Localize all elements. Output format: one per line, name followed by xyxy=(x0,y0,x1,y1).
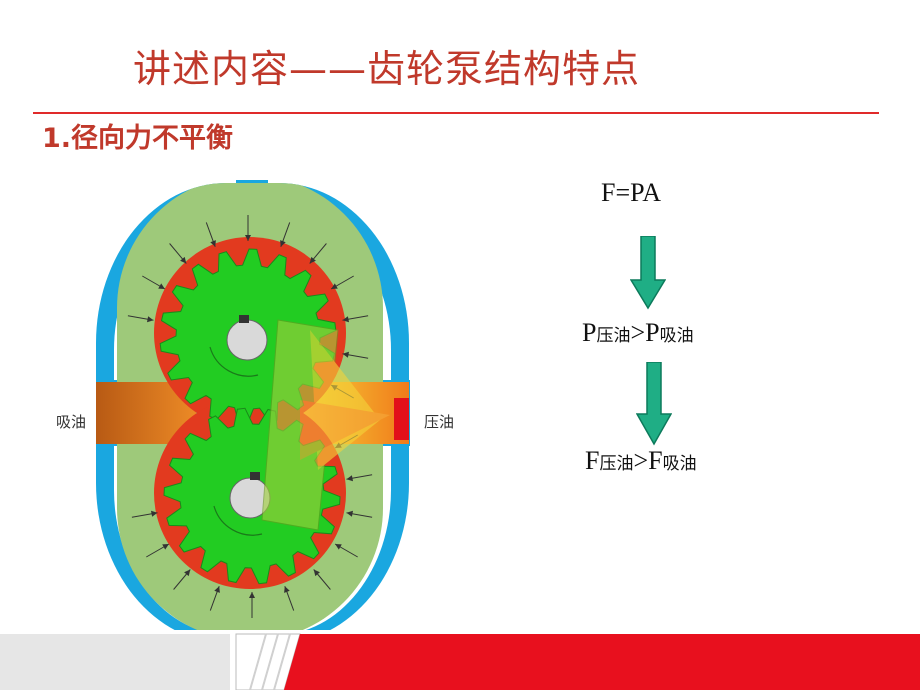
force-arrow-head xyxy=(147,316,154,323)
greater-than-sign-2: > xyxy=(633,446,649,475)
outlet-port xyxy=(394,398,409,440)
lower-shaft-key xyxy=(250,472,260,480)
force-arrow-head xyxy=(346,510,353,517)
footer-red-band xyxy=(284,634,920,690)
section-heading: 1.径向力不平衡 xyxy=(42,123,234,154)
force-arrow-head xyxy=(245,235,251,241)
force-inlet-subscript: 吸油 xyxy=(662,454,697,474)
force-arrow-head xyxy=(284,586,290,593)
formula-force: F=PA xyxy=(601,178,661,207)
footer-banner xyxy=(0,630,920,690)
pressure-inlet-subscript: 吸油 xyxy=(659,326,694,346)
footer-gray-block xyxy=(0,634,230,690)
force-arrow-head xyxy=(184,569,191,577)
title-divider xyxy=(33,112,879,114)
force-arrow-head xyxy=(280,240,286,247)
upper-shaft xyxy=(226,319,268,361)
pressure-inlet-symbol: P xyxy=(645,318,660,347)
force-arrow-head xyxy=(309,256,316,264)
pressure-outlet-subscript: 压油 xyxy=(596,326,631,346)
force-arrow-head xyxy=(214,586,220,593)
force-arrow-head xyxy=(210,240,216,247)
upper-shaft-key xyxy=(239,315,249,323)
down-arrow-icon xyxy=(630,236,666,310)
force-arrow-head xyxy=(342,351,349,358)
inlet-label: 吸油 xyxy=(56,413,87,431)
formula-pressure-compare: P压油>P吸油 xyxy=(582,318,694,348)
outlet-label: 压油 xyxy=(424,413,455,431)
force-arrow-head xyxy=(249,592,255,598)
force-arrow-head xyxy=(158,283,165,289)
force-arrow-head xyxy=(342,316,349,323)
force-outlet-symbol: F xyxy=(585,446,600,475)
slide-title: 讲述内容——齿轮泵结构特点 xyxy=(133,47,641,91)
force-arrow-head xyxy=(331,283,338,289)
down-arrow-icon-2 xyxy=(636,362,672,446)
force-arrow-head xyxy=(162,544,169,550)
radial-force-arrows xyxy=(127,215,373,618)
pressure-outlet-symbol: P xyxy=(582,318,597,347)
force-arrow-head xyxy=(335,544,342,550)
gear-pump-diagram xyxy=(96,180,410,640)
force-inlet-symbol: F xyxy=(648,446,663,475)
force-arrow-head xyxy=(346,475,353,482)
greater-than-sign: > xyxy=(630,318,646,347)
footer-hatch xyxy=(249,633,291,690)
formula-force-compare: F压油>F吸油 xyxy=(585,446,697,476)
force-arrow-head xyxy=(180,256,187,264)
force-arrow-head xyxy=(151,510,158,517)
force-arrow-head xyxy=(313,569,320,577)
force-outlet-subscript: 压油 xyxy=(599,454,634,474)
resultant-force-overlay xyxy=(261,319,390,531)
